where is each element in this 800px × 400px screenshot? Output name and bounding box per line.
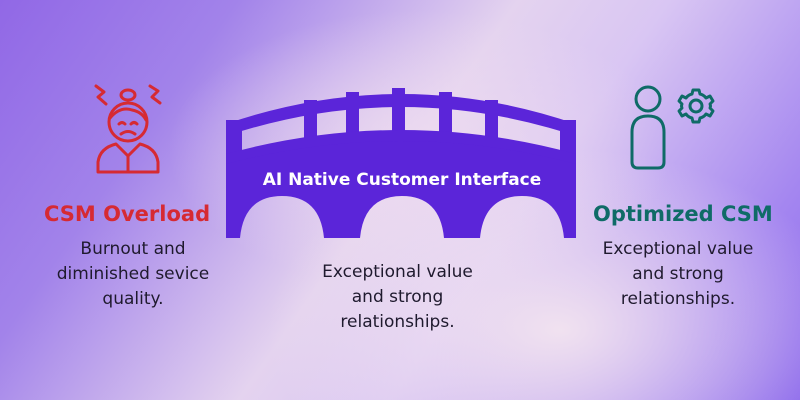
overload-title: CSM Overload — [44, 202, 211, 226]
overload-description-line: diminished sevice — [56, 264, 210, 284]
bridge-label: AI Native Customer Interface — [262, 170, 542, 190]
overload-description-line: quality. — [102, 289, 164, 309]
person-with-gear-icon — [630, 85, 715, 170]
bridge-description-line: Exceptional value — [322, 262, 473, 282]
bridge-graphic — [226, 88, 576, 238]
optimized-description-line: Exceptional value — [602, 239, 754, 259]
bridge-description-line: and strong — [351, 287, 444, 307]
overload-description-line: Burnout and — [80, 239, 186, 259]
optimized-description-line: relationships. — [620, 289, 736, 309]
bridge-description-line: relationships. — [340, 312, 455, 332]
optimized-description-line: and strong — [632, 264, 724, 284]
optimized-description: Exceptional value and strong relationshi… — [578, 237, 778, 312]
optimized-title: Optimized CSM — [593, 202, 773, 226]
bridge-description: Exceptional value and strong relationshi… — [290, 260, 505, 335]
overload-description: Burnout and diminished sevice quality. — [28, 237, 238, 312]
stressed-person-icon — [94, 84, 162, 174]
